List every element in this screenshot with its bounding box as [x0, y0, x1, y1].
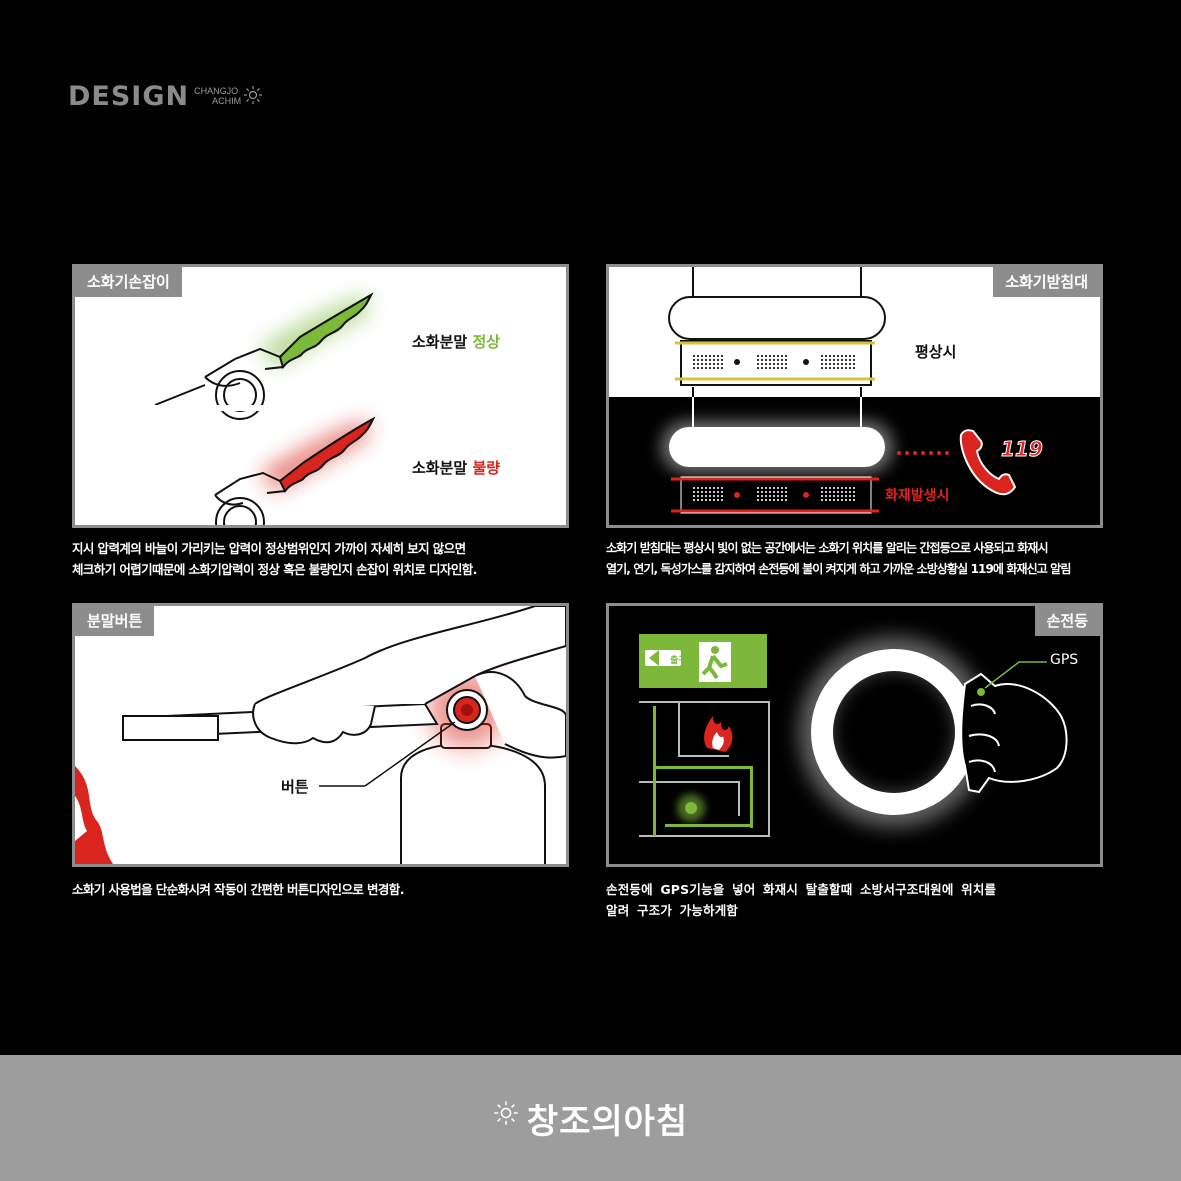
- label-normal-prefix: 소화분말: [412, 333, 473, 351]
- stand-illustration: [609, 267, 1100, 525]
- label-bad-status: 불량: [472, 459, 501, 477]
- footer-brand-text: 창조의아침: [526, 1101, 689, 1142]
- label-button: 버튼: [281, 778, 309, 796]
- logo-sub-line2: ACHIM: [212, 96, 242, 106]
- caption-flashlight-line1: 손전등에 GPS기능을 넣어 화재시 탈출할때 소방서구조대원에 위치를: [606, 882, 997, 897]
- label-gps: GPS: [1050, 652, 1079, 668]
- flashlight-illustration: [639, 634, 1068, 837]
- panel-tag-handle: 소화기손잡이: [75, 267, 182, 297]
- caption-handle: 지시 압력계의 바늘이 가리키는 압력이 정상범위인지 가까이 자세히 보지 않…: [72, 538, 477, 580]
- panel-stand: 소화기받침대: [606, 264, 1103, 528]
- label-bad-prefix: 소화분말: [412, 459, 473, 477]
- button-illustration: [75, 606, 566, 864]
- phone-number: 119: [1001, 437, 1044, 462]
- caption-handle-line2: 체크하기 어렵기때문에 소화기압력이 정상 혹은 불량인지 손잡이 위치로 디자…: [72, 562, 477, 577]
- label-normal-status: 정상: [472, 333, 501, 351]
- panel-handle: 소화기손잡이 소화분말 정상 소화분말 불량: [72, 264, 569, 528]
- sun-icon: [244, 86, 263, 104]
- design-logo: DESIGN CHANGJO ACHIM: [68, 82, 263, 112]
- label-normal: 소화분말 정상: [412, 331, 500, 352]
- panel-tag-button: 분말버튼: [75, 606, 155, 636]
- panel-tag-stand: 소화기받침대: [993, 267, 1100, 297]
- fire-icon: [704, 716, 733, 752]
- label-bad: 소화분말 불량: [412, 457, 500, 478]
- label-normal-stand: 평상시: [915, 343, 957, 361]
- phone-icon: [959, 429, 1017, 496]
- fire-icon: [75, 766, 113, 864]
- label-fire: 화재발생시: [885, 488, 950, 504]
- logo-sub-line1: CHANGJO: [194, 86, 239, 96]
- panel-flashlight: 손전등: [606, 603, 1103, 867]
- logo-sub-text: CHANGJO ACHIM: [194, 86, 241, 106]
- panel-button: 분말버튼 버튼: [72, 603, 569, 867]
- caption-stand-line1: 소화기 받침대는 평상시 빛이 없는 공간에서는 소화기 위치를 알리는 간접등…: [606, 541, 1049, 555]
- logo-main-text: DESIGN: [68, 81, 190, 112]
- caption-flashlight-line2: 알려 구조가 가능하게함: [606, 903, 739, 918]
- caption-button-line1: 소화기 사용법을 단순화시켜 작동이 간편한 버튼디자인으로 변경함.: [72, 882, 404, 897]
- sun-icon: [494, 1101, 518, 1125]
- handle-illustration: [145, 292, 376, 525]
- caption-handle-line1: 지시 압력계의 바늘이 가리키는 압력이 정상범위인지 가까이 자세히 보지 않…: [72, 541, 466, 556]
- exit-sign-icon: [639, 634, 767, 688]
- footer: 창조의아침: [0, 1055, 1181, 1181]
- caption-stand-line2: 열기, 연기, 독성가스를 감지하여 손전등에 불이 켜지게 하고 가까운 소방…: [606, 562, 1071, 576]
- panel-tag-flashlight: 손전등: [1034, 606, 1100, 636]
- exit-sign-text: 출구: [670, 656, 687, 666]
- caption-button: 소화기 사용법을 단순화시켜 작동이 간편한 버튼디자인으로 변경함.: [72, 879, 404, 900]
- caption-stand: 소화기 받침대는 평상시 빛이 없는 공간에서는 소화기 위치를 알리는 간접등…: [606, 538, 1071, 580]
- caption-flashlight: 손전등에 GPS기능을 넣어 화재시 탈출할때 소방서구조대원에 위치를 알려 …: [606, 879, 996, 921]
